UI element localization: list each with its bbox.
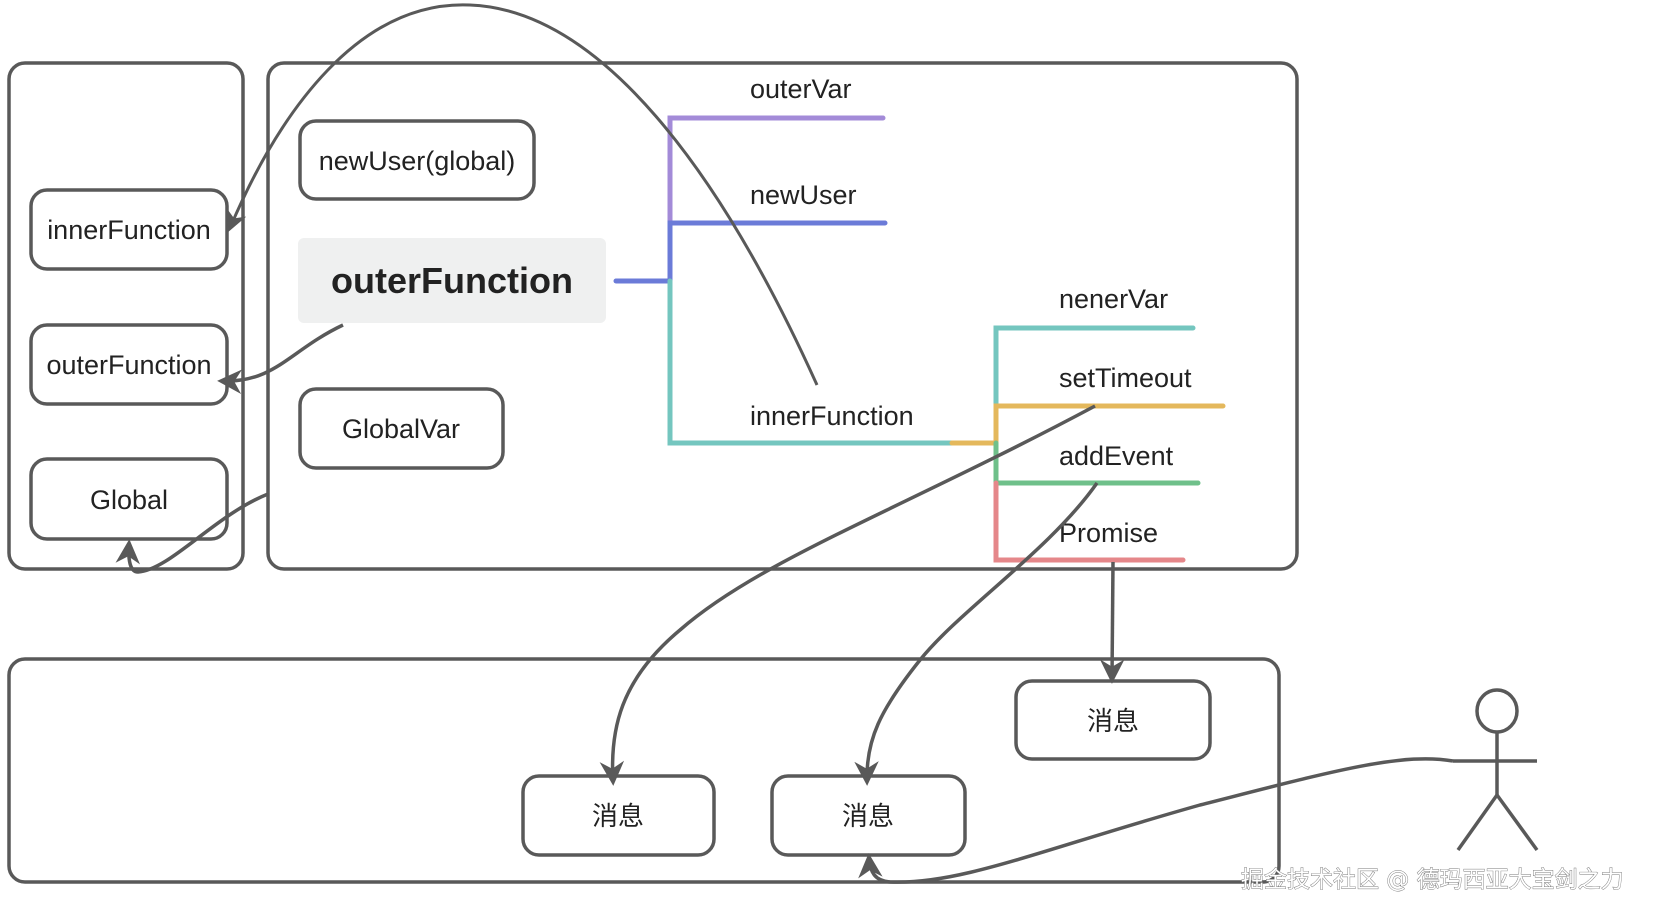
user-actor-icon — [1453, 688, 1539, 852]
tree-label-add-event: addEvent — [1059, 441, 1174, 471]
arrow-set-timeout-to-message — [599, 404, 1096, 786]
stack-item-label: outerFunction — [46, 350, 211, 380]
tree-branch-new-user — [667, 220, 888, 284]
arrow-user-to-message — [858, 757, 1454, 884]
call-stack-frame — [7, 61, 245, 571]
message-label: 消息 — [842, 802, 894, 832]
arrow-inner-function-to-stack — [226, 3, 819, 386]
stack-item-inner-function[interactable]: innerFunction — [29, 188, 229, 271]
tree-label-promise: Promise — [1059, 518, 1158, 548]
message-queue: 消息 消息 消息 — [7, 657, 1281, 884]
call-stack: innerFunction outerFunction Global — [7, 61, 245, 571]
node-global-var[interactable]: GlobalVar — [298, 387, 505, 470]
arrow-outer-function-to-stack — [217, 323, 344, 394]
stack-item-frame — [29, 457, 229, 541]
queue-message[interactable]: 消息 — [1014, 679, 1212, 761]
tree-label-new-user: newUser — [750, 180, 857, 210]
scope-frame — [266, 61, 1299, 571]
message-queue-frame — [7, 657, 1281, 884]
watermark: 掘金技术社区 @ 德玛西亚大宝剑之力 — [1241, 867, 1624, 893]
tree-label-inner-function: innerFunction — [750, 401, 914, 431]
scope-area: newUser(global) outerFunction GlobalVar … — [266, 61, 1299, 571]
node-frame — [298, 119, 536, 201]
node-label: GlobalVar — [342, 414, 460, 444]
arrow-promise-to-message — [1099, 561, 1125, 684]
tree-label-nener-var: nenerVar — [1059, 284, 1168, 314]
tree-branch-promise — [993, 480, 1186, 563]
stack-item-label: innerFunction — [47, 215, 211, 245]
inner-function-tree: nenerVar setTimeout addEvent Promise — [949, 284, 1226, 563]
node-frame — [298, 387, 505, 470]
node-new-user-global[interactable]: newUser(global) — [298, 119, 536, 201]
arrows — [115, 3, 1454, 884]
node-label: newUser(global) — [319, 146, 516, 176]
tree-branch-set-timeout — [993, 403, 1226, 446]
arrow-add-event-to-message — [854, 481, 1099, 786]
actor-left-leg — [1456, 793, 1499, 852]
queue-message[interactable]: 消息 — [770, 774, 967, 857]
node-outer-function[interactable]: outerFunction — [298, 238, 606, 323]
tree-label-set-timeout: setTimeout — [1059, 363, 1192, 393]
message-label: 消息 — [1087, 707, 1139, 737]
outer-function-tree: outerVar newUser innerFunction — [613, 74, 955, 446]
node-highlight — [298, 238, 606, 323]
tree-label-outer-var: outerVar — [750, 74, 852, 104]
tree-branch-inner-function — [667, 278, 955, 446]
stack-item-outer-function[interactable]: outerFunction — [29, 323, 229, 406]
queue-message[interactable]: 消息 — [521, 774, 716, 857]
arrow-scope-to-global — [115, 492, 269, 574]
actor-right-leg — [1495, 793, 1539, 852]
stack-item-label: Global — [90, 485, 168, 515]
actor-head — [1475, 688, 1519, 734]
stack-item-global[interactable]: Global — [29, 457, 229, 541]
stack-item-frame — [29, 323, 229, 406]
message-label: 消息 — [592, 802, 644, 832]
node-label: outerFunction — [331, 260, 573, 301]
